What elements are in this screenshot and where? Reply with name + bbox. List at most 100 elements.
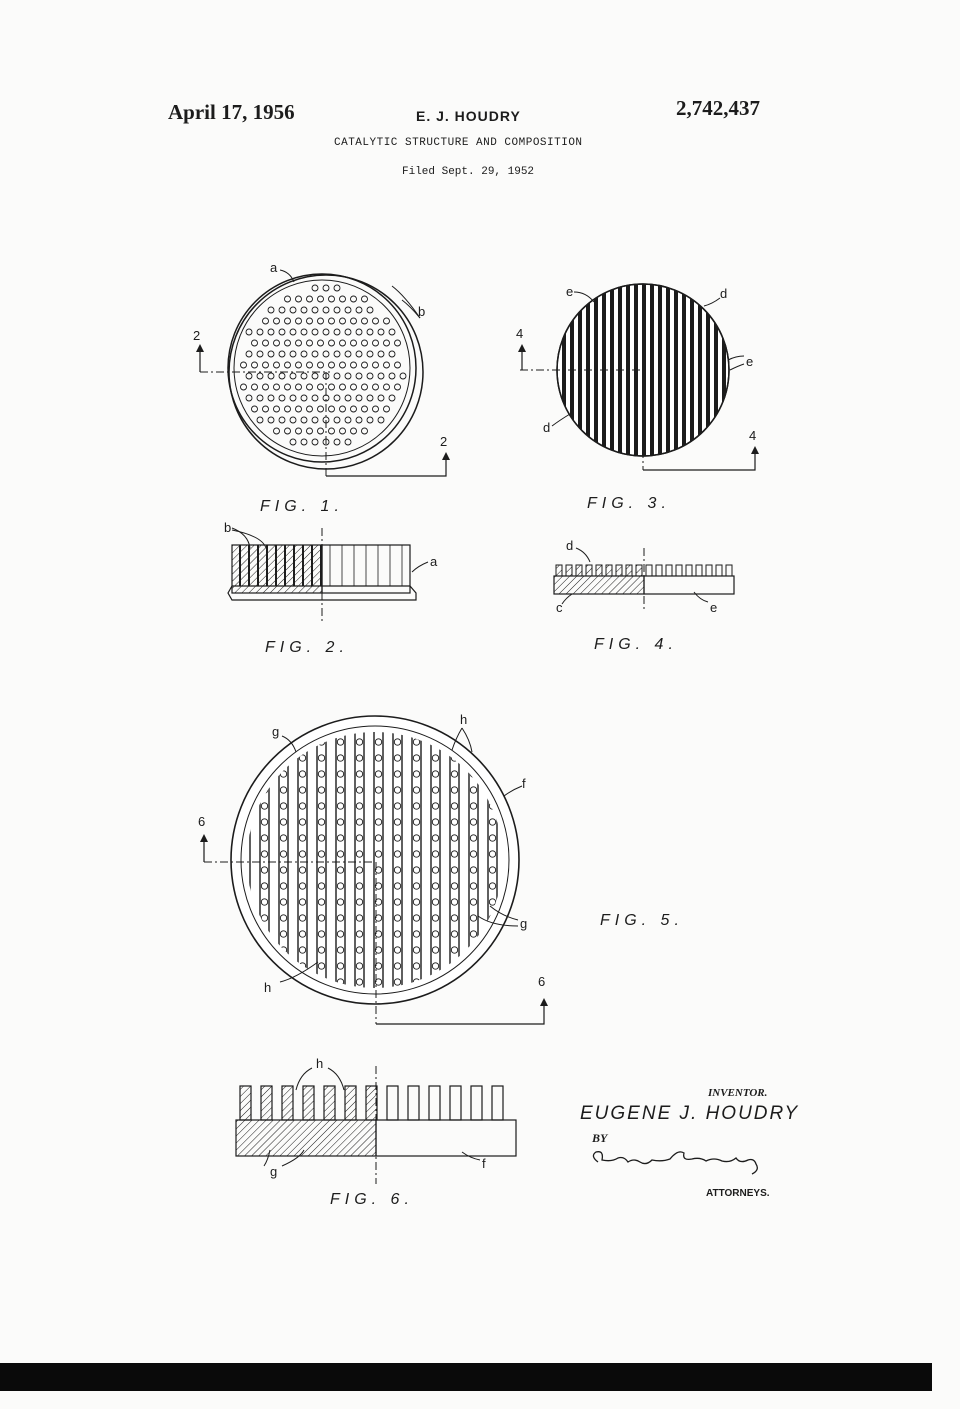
perforation-hole xyxy=(350,361,357,369)
rib-hole xyxy=(450,866,459,874)
perforation-hole xyxy=(361,427,368,435)
rib-hole xyxy=(412,770,421,778)
ref-letter-g-fig5-top: g xyxy=(272,724,279,739)
perforation-hole xyxy=(383,361,390,369)
rib-hole xyxy=(317,882,326,890)
rib-hole xyxy=(298,914,307,922)
perforation-hole xyxy=(361,295,368,303)
ref-letter-h-fig6: h xyxy=(316,1056,323,1071)
rib-hole xyxy=(469,978,478,986)
perforation-hole xyxy=(328,295,335,303)
groove-line xyxy=(674,284,678,456)
perforation-hole xyxy=(300,372,308,380)
rib xyxy=(325,732,337,988)
rib-hole xyxy=(393,914,402,922)
rib-hole xyxy=(355,834,364,842)
section-marker-4-left: 4 xyxy=(516,326,523,341)
groove-line xyxy=(706,284,710,456)
perforation-hole xyxy=(377,372,385,380)
rib-hole xyxy=(336,914,345,922)
figure-3-label: FIG. 3. xyxy=(587,495,671,512)
perforation-hole xyxy=(328,339,335,347)
rib-hole xyxy=(374,754,383,762)
rib-hole xyxy=(488,978,497,986)
groove-line xyxy=(690,284,694,456)
tooth xyxy=(655,564,663,577)
rib-hole xyxy=(317,946,326,954)
perforation-hole xyxy=(251,405,258,413)
rib-hole xyxy=(508,979,514,985)
rib-hole xyxy=(336,754,345,762)
rib-hole xyxy=(374,834,383,842)
figure-3 xyxy=(518,283,759,471)
rib-hole xyxy=(374,738,383,746)
tooth xyxy=(365,1085,378,1121)
perforation-hole xyxy=(361,317,368,325)
perforation-hole xyxy=(361,383,368,391)
ref-letter-g-fig5-right: g xyxy=(520,916,527,931)
perforation-hole xyxy=(300,416,308,424)
rib-hole xyxy=(298,866,307,874)
tooth xyxy=(555,564,563,577)
tooth xyxy=(585,564,593,577)
rib xyxy=(496,732,503,988)
rib-hole xyxy=(355,754,364,762)
perforation-hole xyxy=(278,350,286,358)
perforation-hole xyxy=(256,372,264,380)
rib-hole xyxy=(336,786,345,794)
rib-hole xyxy=(279,818,288,826)
rib-hole xyxy=(355,978,364,986)
perforation-hole xyxy=(251,361,258,369)
perforation-hole xyxy=(278,416,286,424)
ref-letter-e-fig3: e xyxy=(566,284,573,299)
perforation-hole xyxy=(262,317,269,325)
tooth xyxy=(323,1085,336,1121)
rib-hole xyxy=(317,930,326,938)
rib-hole xyxy=(260,882,269,890)
perforation-hole xyxy=(317,339,324,347)
ref-letter-g-fig6: g xyxy=(270,1164,277,1179)
ref-letter-d-fig3-left: d xyxy=(543,420,550,435)
rib-hole xyxy=(431,850,440,858)
patent-date: April 17, 1956 xyxy=(168,100,295,124)
rib-hole xyxy=(450,786,459,794)
rib-hole xyxy=(488,898,497,906)
rib xyxy=(458,732,470,988)
perforation-hole xyxy=(361,405,368,413)
perforation-hole xyxy=(311,350,319,358)
rib-hole xyxy=(374,770,383,778)
perforation-hole xyxy=(273,361,280,369)
rib-hole xyxy=(336,802,345,810)
rib-hole xyxy=(431,914,440,922)
rib-hole xyxy=(317,914,326,922)
rib-hole xyxy=(279,802,288,810)
rib-hole xyxy=(336,898,345,906)
rib xyxy=(287,732,299,988)
perforation-hole xyxy=(289,306,297,314)
rib-hole xyxy=(431,802,440,810)
rib-hole xyxy=(336,930,345,938)
ref-letter-b: b xyxy=(418,304,425,319)
perforation-hole xyxy=(284,427,291,435)
rib-hole xyxy=(469,866,478,874)
perforation-hole xyxy=(333,350,341,358)
rib-hole xyxy=(355,914,364,922)
ref-letter-d-fig4: d xyxy=(566,538,573,553)
rib-hole xyxy=(431,834,440,842)
perforation-hole xyxy=(284,295,291,303)
perforation-hole xyxy=(339,427,346,435)
rib-hole xyxy=(317,818,326,826)
rib-hole xyxy=(450,898,459,906)
by-label: BY xyxy=(592,1131,608,1145)
figure-2 xyxy=(227,527,429,622)
rib-hole xyxy=(508,931,514,937)
perforation-hole xyxy=(284,361,291,369)
figure-6 xyxy=(235,1066,517,1184)
patent-title: CATALYTIC STRUCTURE AND COMPOSITION xyxy=(334,137,583,149)
perforation-hole xyxy=(278,372,286,380)
perforation-hole xyxy=(306,317,313,325)
perforation-hole xyxy=(333,416,341,424)
rib-hole xyxy=(393,946,402,954)
rib-hole xyxy=(374,898,383,906)
rib-hole xyxy=(488,866,497,874)
